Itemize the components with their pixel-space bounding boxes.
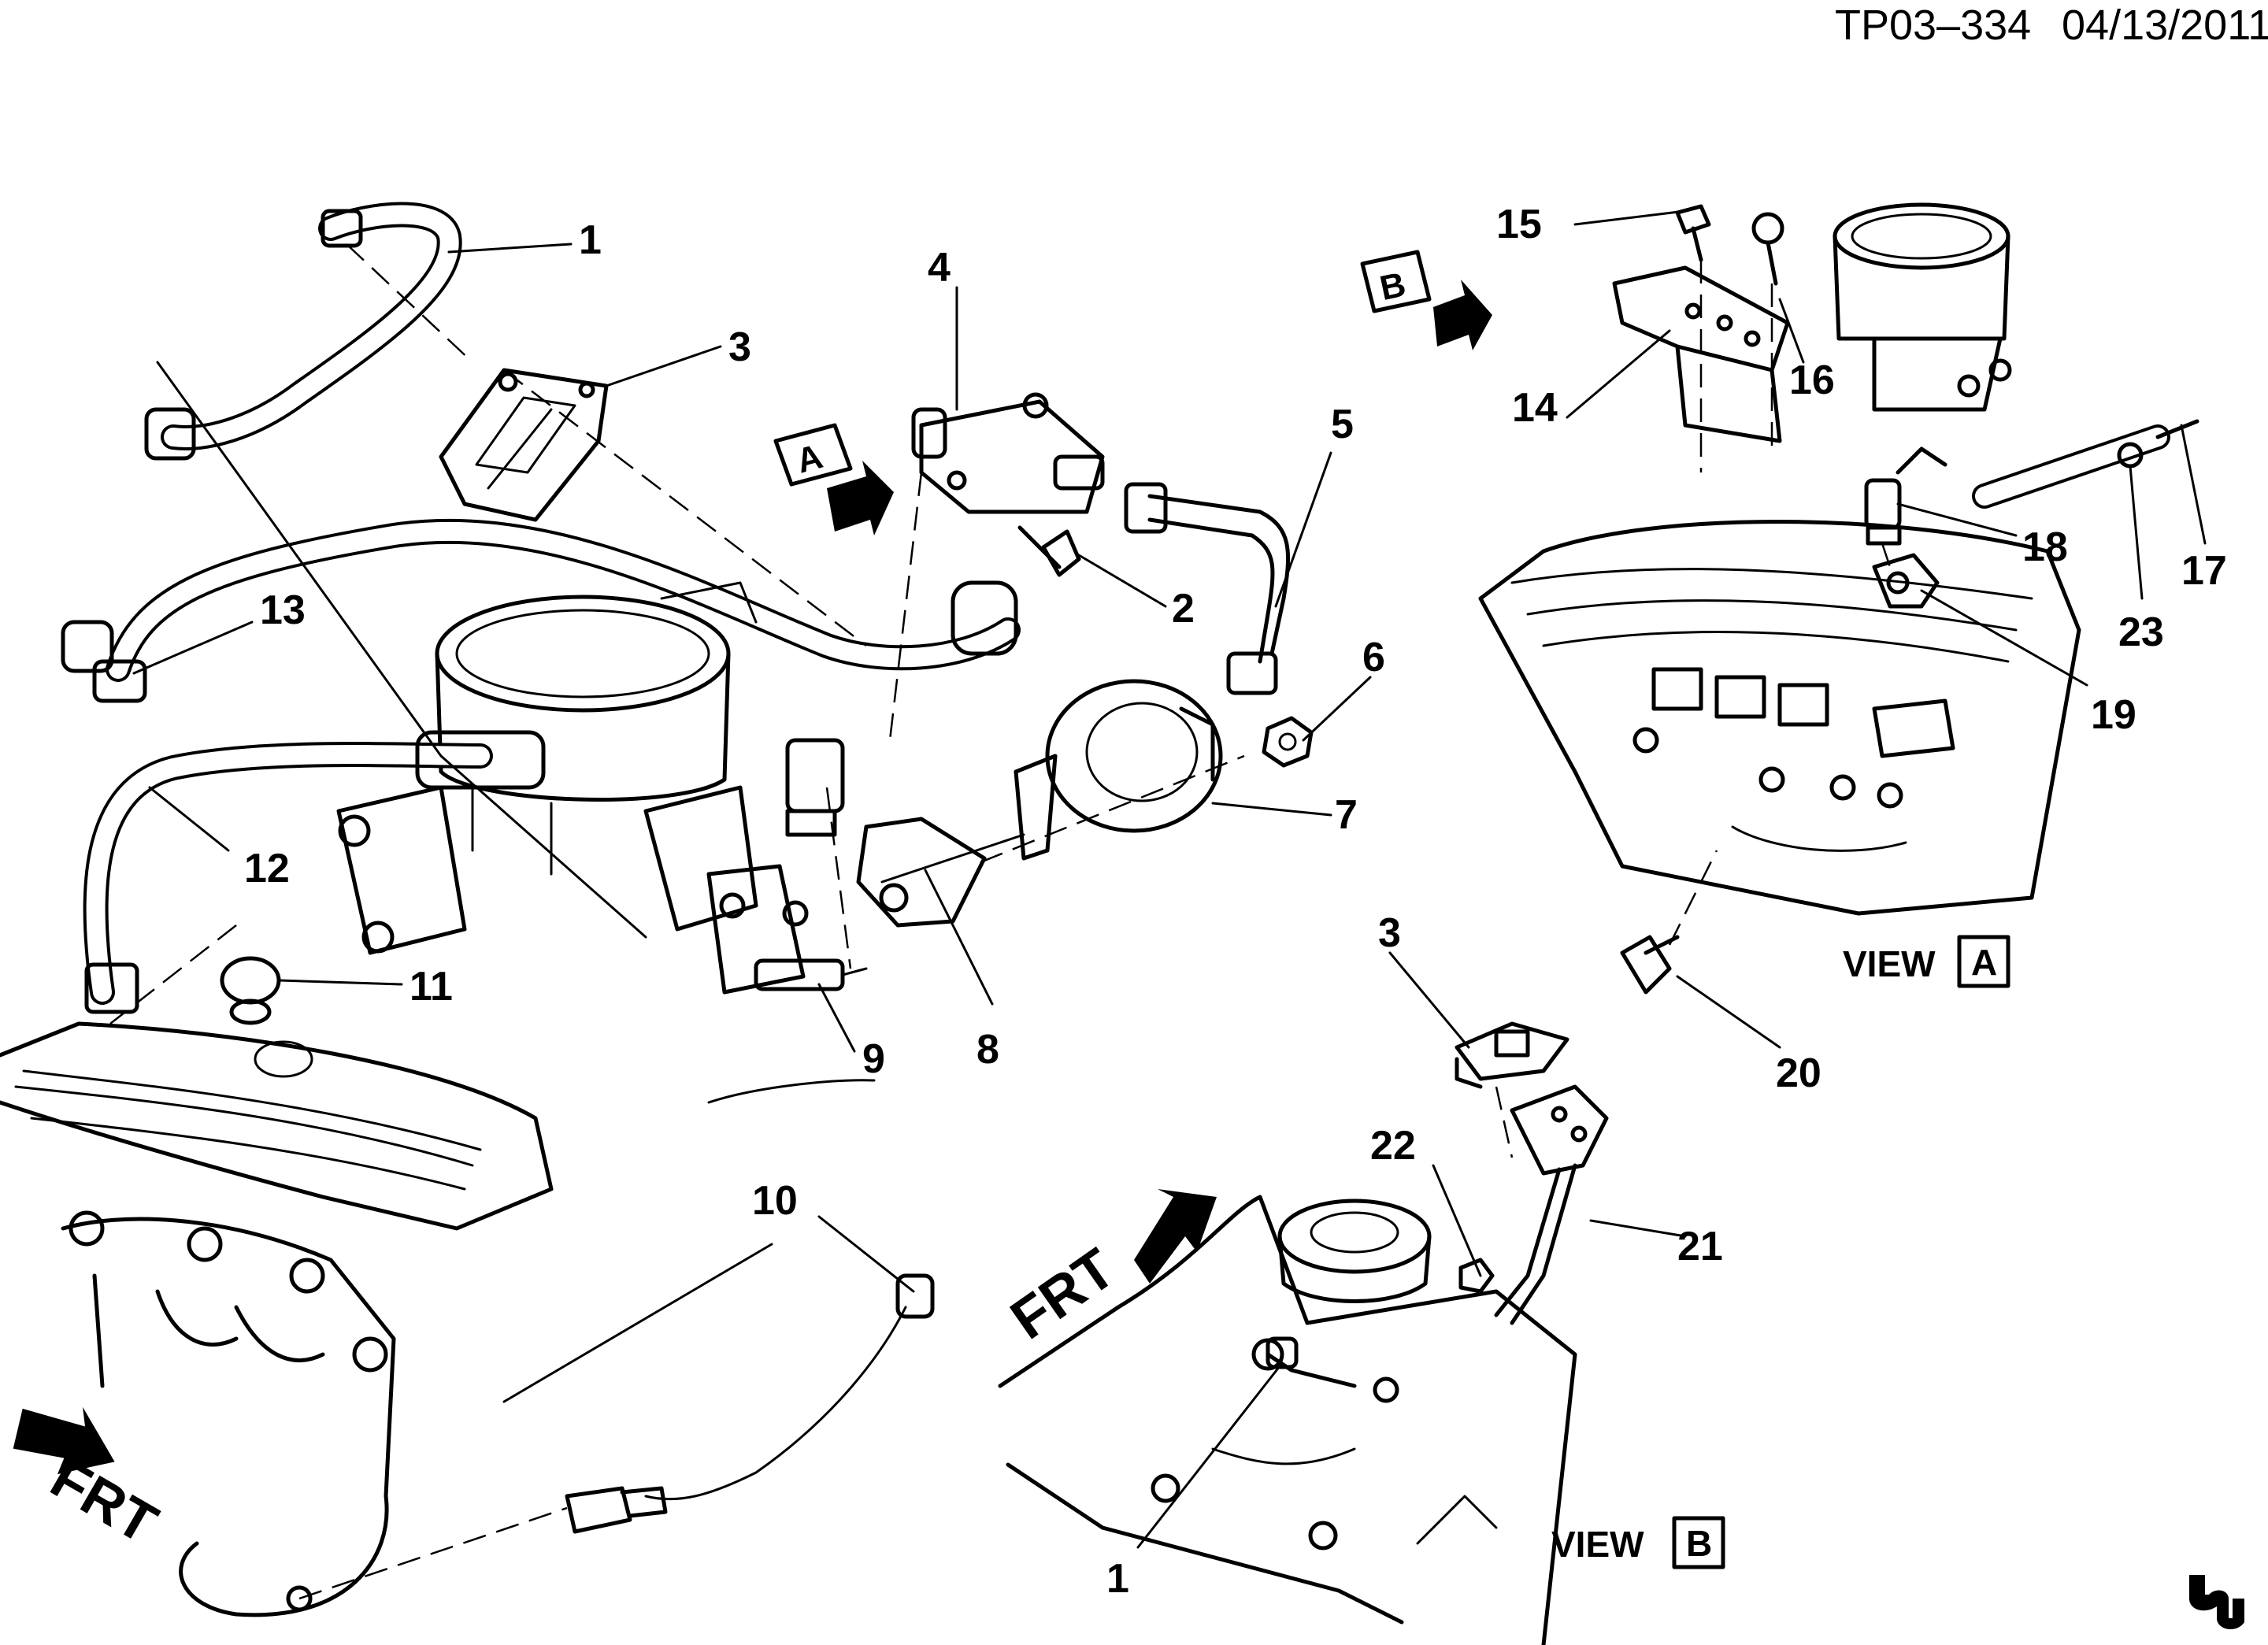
callout-1: 1 — [579, 217, 602, 263]
callout-23: 23 — [2118, 609, 2164, 655]
callout-16: 16 — [1789, 358, 1835, 403]
callout-14: 14 — [1512, 385, 1558, 431]
oxygen-sensor-10 — [565, 1273, 935, 1534]
front-arrow-main: FRT — [13, 1406, 168, 1556]
guide-line-left — [156, 361, 647, 939]
nut-22 — [1458, 1258, 1495, 1294]
stud-16 — [1751, 212, 1784, 286]
svg-text:A: A — [792, 437, 826, 481]
hose-13 — [61, 518, 1021, 703]
diagram-code: TP03–334 — [1835, 2, 2031, 49]
callout-1b: 1 — [1106, 1556, 1129, 1602]
valve-cover-left — [0, 1021, 554, 1231]
front-arrow-view-b: FRT — [1000, 1189, 1217, 1351]
map-sensor-3 — [439, 368, 609, 522]
egr-valve — [1277, 1199, 1432, 1303]
grommet-11 — [220, 956, 281, 1025]
view-b-box — [1672, 1516, 1725, 1569]
view-a-box — [1957, 935, 2010, 988]
view-a-label: VIEW — [1843, 943, 1936, 984]
callout-8: 8 — [976, 1027, 999, 1073]
view-a-detail: B — [1360, 202, 2199, 995]
svg-text:FRT: FRT — [1000, 1237, 1127, 1352]
callout-leaders — [132, 209, 2207, 1549]
nut-6 — [1262, 716, 1314, 768]
callout-2: 2 — [1172, 586, 1195, 632]
sensor-9 — [754, 958, 868, 991]
egr-solenoid-4 — [911, 392, 1105, 514]
callout-7: 7 — [1335, 792, 1358, 838]
engine-edge-line — [707, 1079, 876, 1104]
callout-4: 4 — [928, 245, 951, 291]
sensor-20 — [1620, 850, 1718, 995]
view-a-letter: A — [1971, 942, 1997, 983]
callout-3b: 3 — [1378, 910, 1401, 956]
engine-edge-line-2 — [502, 1243, 773, 1403]
egr-actuator-7 — [880, 679, 1223, 884]
callout-5: 5 — [1331, 402, 1354, 447]
map-sensor-3b — [1455, 1021, 1569, 1089]
callout-numbers: 1 3 4 5 2 13 6 7 12 11 8 9 10 15 14 16 1… — [244, 202, 2227, 1602]
callout-21: 21 — [1677, 1224, 1723, 1269]
main-assembly — [0, 202, 1314, 1617]
throttle-body — [336, 581, 845, 955]
view-b-letter: B — [1686, 1523, 1712, 1564]
callout-18: 18 — [2022, 524, 2068, 570]
callout-15: 15 — [1496, 202, 1542, 247]
callout-10: 10 — [752, 1178, 798, 1224]
svg-text:B: B — [1377, 265, 1409, 309]
callout-6: 6 — [1362, 635, 1385, 680]
callout-19: 19 — [2091, 692, 2136, 738]
callout-22: 22 — [1370, 1123, 1416, 1169]
manufacturer-logo-icon — [2189, 1575, 2244, 1630]
callout-9: 9 — [862, 1036, 885, 1082]
view-b-label: VIEW — [1551, 1524, 1644, 1565]
exhaust-manifold — [61, 1210, 396, 1617]
callout-20: 20 — [1776, 1050, 1821, 1096]
view-a-pointer: A — [773, 423, 894, 535]
callout-13: 13 — [260, 587, 306, 633]
callout-12: 12 — [244, 846, 290, 891]
diagram-date: 04/13/2011 — [2062, 2, 2268, 49]
callout-11: 11 — [410, 964, 453, 1010]
callout-17: 17 — [2181, 548, 2227, 594]
leader-lines-main — [109, 243, 1245, 1600]
bracket-21 — [1494, 1084, 1609, 1325]
egr-pipe-5 — [1124, 482, 1291, 695]
vacuum-hose-1b — [1266, 1336, 1399, 1403]
view-b-detail: FRT VIEW B — [998, 1021, 1725, 1645]
hose-17 — [1972, 419, 2199, 509]
view-b-pointer: B — [1360, 250, 1492, 350]
hose-12 — [83, 730, 546, 1014]
bracket-8 — [706, 817, 987, 995]
vacuum-hose-1 — [144, 202, 462, 461]
bolt-15 — [1675, 204, 1711, 262]
callout-3: 3 — [728, 324, 751, 370]
bolt-2 — [1017, 525, 1081, 577]
